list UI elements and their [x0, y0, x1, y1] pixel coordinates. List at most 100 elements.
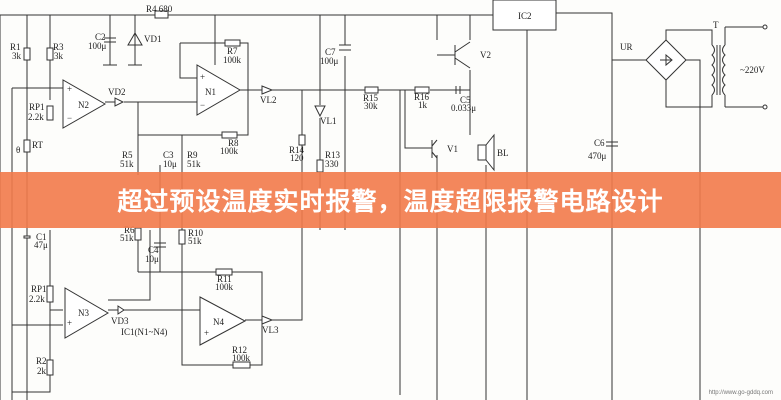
resistor-r10 [178, 229, 186, 245]
resistor-r4 [154, 10, 169, 19]
svg-text:VL3: VL3 [262, 325, 279, 335]
svg-text:+: + [67, 84, 72, 94]
watermark: http://www.go-gddq.com [708, 390, 773, 396]
svg-text:3k: 3k [12, 51, 22, 61]
potentiometer-rp1 [46, 105, 54, 121]
svg-text:0.033μ: 0.033μ [451, 103, 476, 113]
svg-text:+: + [200, 72, 205, 82]
svg-text:IC1(N1~N4): IC1(N1~N4) [121, 327, 167, 337]
svg-text:N2: N2 [78, 100, 89, 110]
svg-text:R10: R10 [188, 228, 204, 238]
svg-text:R5: R5 [122, 150, 133, 160]
svg-text:VD2: VD2 [108, 87, 126, 97]
svg-text:10μ: 10μ [163, 159, 177, 169]
resistor-r12 [232, 361, 251, 369]
capacitor-c1 [23, 235, 31, 239]
ic2-box [492, 0, 557, 31]
svg-text:100k: 100k [223, 55, 242, 65]
resistor-r15 [364, 86, 379, 94]
svg-text:R11: R11 [217, 274, 232, 284]
svg-text:47μ: 47μ [34, 240, 48, 250]
svg-text:N4: N4 [213, 317, 224, 327]
svg-text:51k: 51k [120, 159, 134, 169]
svg-text:R6: R6 [124, 225, 135, 235]
resistor-r8 [221, 131, 238, 139]
svg-text:T: T [713, 20, 719, 30]
svg-text:θ: θ [16, 145, 20, 155]
transistors [431, 41, 471, 159]
svg-text:RP1: RP1 [29, 102, 45, 112]
svg-text:2.2k: 2.2k [28, 112, 44, 122]
resistor-r13 [316, 159, 324, 173]
opamp-n1 [196, 64, 241, 116]
svg-text:330: 330 [325, 159, 339, 169]
svg-text:100μ: 100μ [88, 41, 107, 51]
svg-text:100k: 100k [220, 146, 239, 156]
svg-text:470μ: 470μ [588, 151, 607, 161]
resistor-r3 [46, 47, 54, 61]
svg-text:C1: C1 [36, 232, 47, 242]
svg-text:R14: R14 [289, 145, 305, 155]
svg-text:10μ: 10μ [145, 254, 159, 264]
svg-text:R7: R7 [227, 46, 238, 56]
svg-text:VD3: VD3 [111, 316, 129, 326]
svg-text:+: + [204, 328, 209, 338]
svg-text:R2: R2 [36, 356, 47, 366]
svg-text:V1: V1 [447, 144, 458, 154]
svg-text:+: + [67, 318, 72, 328]
resistor-r7 [224, 39, 241, 47]
svg-text:100k: 100k [232, 353, 251, 363]
speaker-cone [485, 133, 495, 172]
svg-text:VD1: VD1 [144, 34, 162, 44]
banner-title: 超过预设温度实时报警，温度超限报警电路设计 [117, 187, 664, 216]
svg-text:VL2: VL2 [260, 95, 277, 105]
svg-text:C7: C7 [325, 47, 336, 57]
svg-text:C2: C2 [95, 32, 106, 42]
opamp-n2 [62, 79, 107, 129]
rectifier-diode-symbol [660, 53, 673, 67]
svg-text:R13: R13 [325, 150, 341, 160]
ac-terminal-bottom [762, 104, 768, 110]
svg-text:R8: R8 [228, 138, 239, 148]
svg-text:RT: RT [32, 140, 43, 150]
svg-text:100μ: 100μ [320, 56, 339, 66]
wires [0, 12, 763, 400]
svg-text:R12: R12 [232, 345, 247, 355]
svg-text:BL: BL [497, 148, 509, 158]
title-banner: 超过预设温度实时报警，温度超限报警电路设计 [0, 172, 781, 228]
resistor-r2 [46, 359, 54, 376]
svg-text:V2: V2 [480, 50, 491, 60]
capacitors [339, 44, 618, 147]
svg-text:R3: R3 [53, 42, 64, 52]
svg-text:1k: 1k [418, 100, 428, 110]
diodes-leds [114, 85, 326, 325]
resistor-r14 [298, 134, 306, 146]
thermistor-rt [23, 139, 31, 153]
svg-text:C5: C5 [460, 95, 471, 105]
resistor-r6 [134, 227, 142, 241]
svg-text:~220V: ~220V [740, 65, 765, 75]
svg-text:C4: C4 [148, 245, 159, 255]
svg-text:2.2k: 2.2k [29, 294, 45, 304]
svg-text:VL1: VL1 [320, 116, 337, 126]
svg-text:3k: 3k [54, 51, 64, 61]
svg-text:100k: 100k [215, 282, 234, 292]
svg-text:RP1: RP1 [31, 284, 47, 294]
transformer-t [711, 44, 726, 96]
potentiometer-rp1-lower [46, 285, 54, 303]
resistor-r16 [414, 86, 430, 94]
svg-text:R15: R15 [363, 93, 379, 103]
svg-text:R1: R1 [10, 42, 21, 52]
svg-text:C3: C3 [163, 150, 174, 160]
svg-text:C6: C6 [594, 138, 605, 148]
capacitor-c2-diode-vd1 [103, 32, 143, 66]
svg-text:R9: R9 [187, 150, 198, 160]
svg-text:30k: 30k [364, 101, 378, 111]
resistor-r11 [215, 268, 233, 276]
opamp-n4 [199, 296, 247, 346]
svg-text:−: − [200, 100, 205, 110]
svg-text:2k: 2k [37, 366, 47, 376]
